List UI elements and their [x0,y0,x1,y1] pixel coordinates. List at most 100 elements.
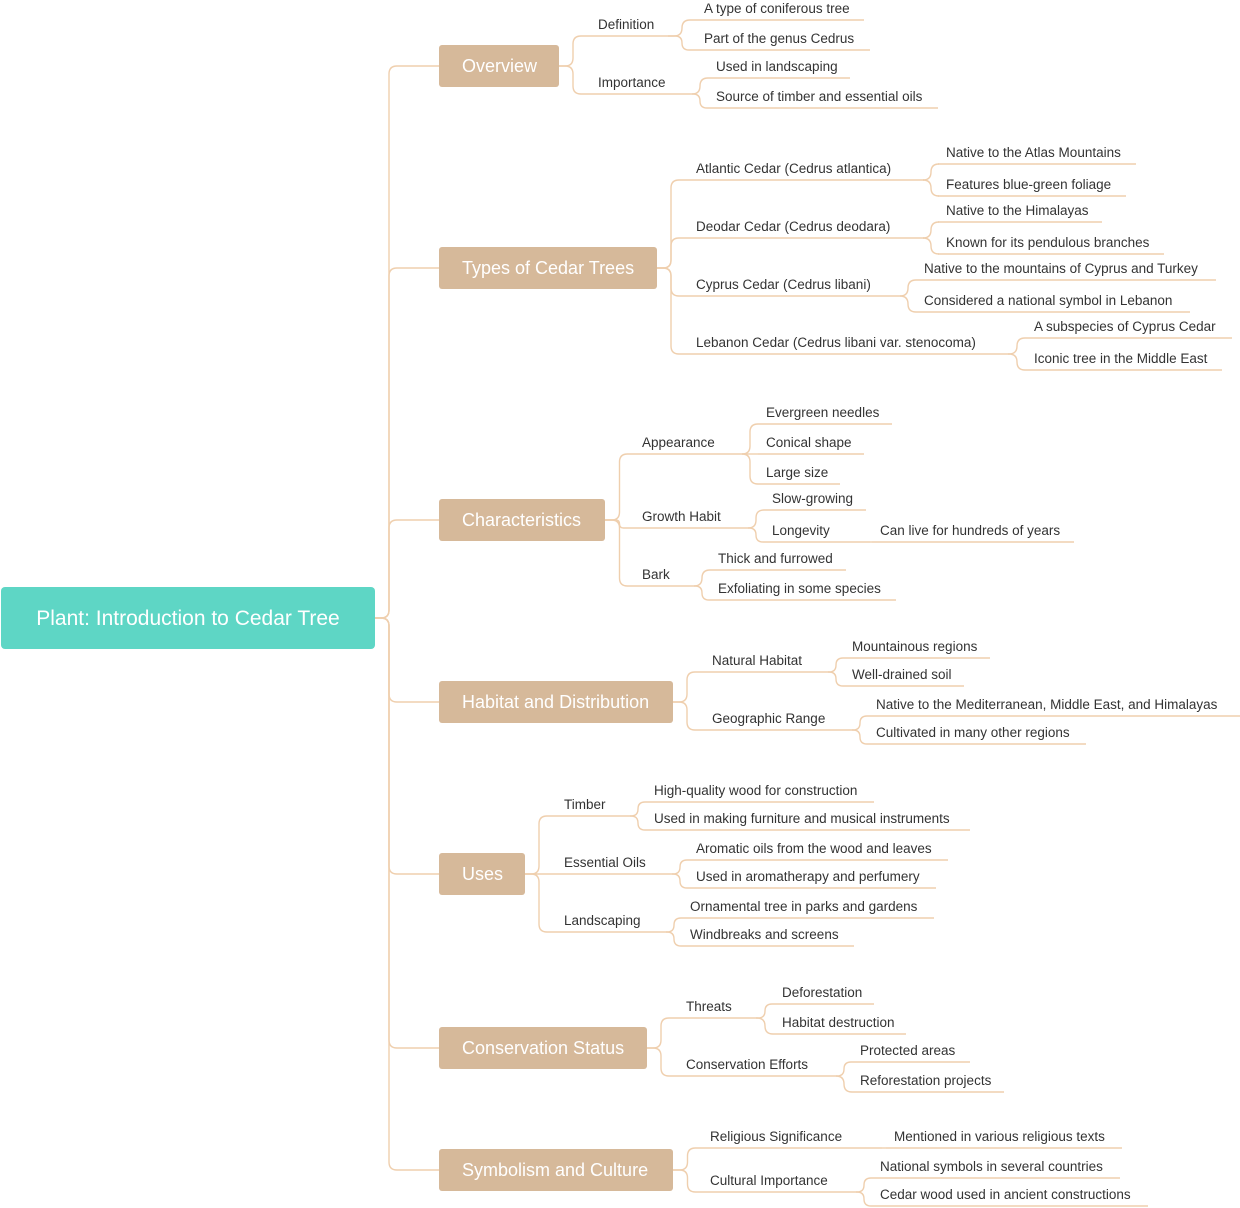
node-ancient[interactable]: Cedar wood used in ancient constructions [880,1187,1131,1202]
connector-conservation [375,617,439,1049]
root-label: Plant: Introduction to Cedar Tree [36,607,340,630]
node-cultivated[interactable]: Cultivated in many other regions [876,725,1070,740]
node-ornamental[interactable]: Ornamental tree in parks and gardens [690,899,918,914]
connector-aromatherapy [672,873,688,889]
connector-landscaping-use [691,77,709,95]
node-native-range[interactable]: Native to the Mediterranean, Middle East… [876,697,1218,712]
node-large[interactable]: Large size [766,465,828,480]
node-exfoliating[interactable]: Exfoliating in some species [718,581,881,596]
connector-atlantic [657,179,688,269]
connector-symbolism [375,617,439,1171]
node-growth[interactable]: Growth Habit [642,509,721,524]
connector-natural [673,671,704,703]
connector-range [673,701,704,731]
connector-reforestation [835,1075,853,1093]
node-coniferous[interactable]: A type of coniferous tree [704,1,850,16]
node-timber-source[interactable]: Source of timber and essential oils [716,89,923,104]
node-soil[interactable]: Well-drained soil [852,667,952,682]
node-oils[interactable]: Essential Oils [564,855,646,870]
connector-slow [747,509,765,529]
node-himalayas[interactable]: Native to the Himalayas [946,203,1089,218]
node-timber[interactable]: Timber [564,797,606,812]
node-range[interactable]: Geographic Range [712,711,825,726]
node-windbreaks[interactable]: Windbreaks and screens [690,927,839,942]
branch-habitat[interactable] [439,681,673,723]
connector-blue-green [922,179,940,197]
connector-protected [836,1061,852,1077]
branch-label-types: Types of Cedar Trees [462,258,634,278]
connector-furniture [630,815,646,831]
node-genus[interactable]: Part of the genus Cedrus [704,31,854,46]
connector-mountainous [828,657,844,673]
node-furrowed[interactable]: Thick and furrowed [718,551,833,566]
node-religious[interactable]: Religious Significance [710,1129,842,1144]
node-subspecies[interactable]: A subspecies of Cyprus Cedar [1034,319,1216,334]
connector-genus [668,35,696,51]
node-deodar[interactable]: Deodar Cedar (Cedrus deodara) [696,219,890,234]
node-aromatic[interactable]: Aromatic oils from the wood and leaves [696,841,932,856]
node-pendulous[interactable]: Known for its pendulous branches [946,235,1150,250]
node-lebanon-symbol[interactable]: Considered a national symbol in Lebanon [924,293,1172,308]
node-longevity[interactable]: Longevity [772,523,830,538]
branch-uses[interactable] [439,853,525,895]
branch-label-conservation: Conservation Status [462,1038,624,1058]
node-aromatherapy[interactable]: Used in aromatherapy and perfumery [696,869,920,884]
node-definition[interactable]: Definition [598,17,654,32]
connector-characteristics [375,519,439,619]
node-mountainous[interactable]: Mountainous regions [852,639,978,654]
node-cyprus-turkey[interactable]: Native to the mountains of Cyprus and Tu… [924,261,1198,276]
node-blue-green[interactable]: Features blue-green foliage [946,177,1111,192]
connector-lebanon-symbol [899,295,917,313]
connector-religious [673,1147,702,1171]
connector-ancient [856,1191,872,1207]
node-appearance[interactable]: Appearance [642,435,715,450]
connector-longevity [748,527,764,543]
connector-furrowed [693,569,711,587]
branch-characteristics[interactable] [439,499,605,541]
node-deforestation[interactable]: Deforestation [782,985,862,1000]
node-landscaping[interactable]: Landscaping [564,913,641,928]
connector-cultivated [852,729,868,745]
node-natural[interactable]: Natural Habitat [712,653,802,668]
node-hundreds[interactable]: Can live for hundreds of years [880,523,1060,538]
connector-large [741,453,759,485]
node-atlantic[interactable]: Atlantic Cedar (Cedrus atlantica) [696,161,891,176]
root-node[interactable] [1,587,375,649]
node-landscaping-use[interactable]: Used in landscaping [716,59,838,74]
connector-types [375,267,439,619]
branch-conservation[interactable] [439,1027,647,1069]
node-reforestation[interactable]: Reforestation projects [860,1073,992,1088]
node-conical[interactable]: Conical shape [766,435,852,450]
node-habitat-destruction[interactable]: Habitat destruction [782,1015,895,1030]
connector-lebanon [657,267,688,355]
connector-overview [375,65,439,619]
branch-label-symbolism: Symbolism and Culture [462,1160,648,1180]
node-efforts[interactable]: Conservation Efforts [686,1057,808,1072]
node-needles[interactable]: Evergreen needles [766,405,880,420]
connector-ornamental [666,917,682,933]
branch-overview[interactable] [439,45,559,87]
node-lebanon[interactable]: Lebanon Cedar (Cedrus libani var. stenoc… [696,335,976,350]
branch-types[interactable] [439,247,657,289]
branch-label-characteristics: Characteristics [462,510,581,530]
node-national[interactable]: National symbols in several countries [880,1159,1103,1174]
node-cyprus[interactable]: Cyprus Cedar (Cedrus libani) [696,277,871,292]
node-iconic[interactable]: Iconic tree in the Middle East [1034,351,1208,366]
node-slow[interactable]: Slow-growing [772,491,853,506]
node-furniture[interactable]: Used in making furniture and musical ins… [654,811,950,826]
connector-landscaping [525,873,556,933]
connector-iconic [1008,353,1026,371]
node-importance[interactable]: Importance [598,75,666,90]
node-atlas[interactable]: Native to the Atlas Mountains [946,145,1121,160]
node-cultural[interactable]: Cultural Importance [710,1173,828,1188]
node-texts[interactable]: Mentioned in various religious texts [894,1129,1105,1144]
node-construction[interactable]: High-quality wood for construction [654,783,857,798]
branch-symbolism[interactable] [439,1149,673,1191]
connector-timber-source [692,93,708,109]
connector-uses [375,617,439,875]
node-protected[interactable]: Protected areas [860,1043,956,1058]
node-threats[interactable]: Threats [686,999,732,1014]
connector-needles [741,423,759,455]
node-bark[interactable]: Bark [642,567,670,582]
